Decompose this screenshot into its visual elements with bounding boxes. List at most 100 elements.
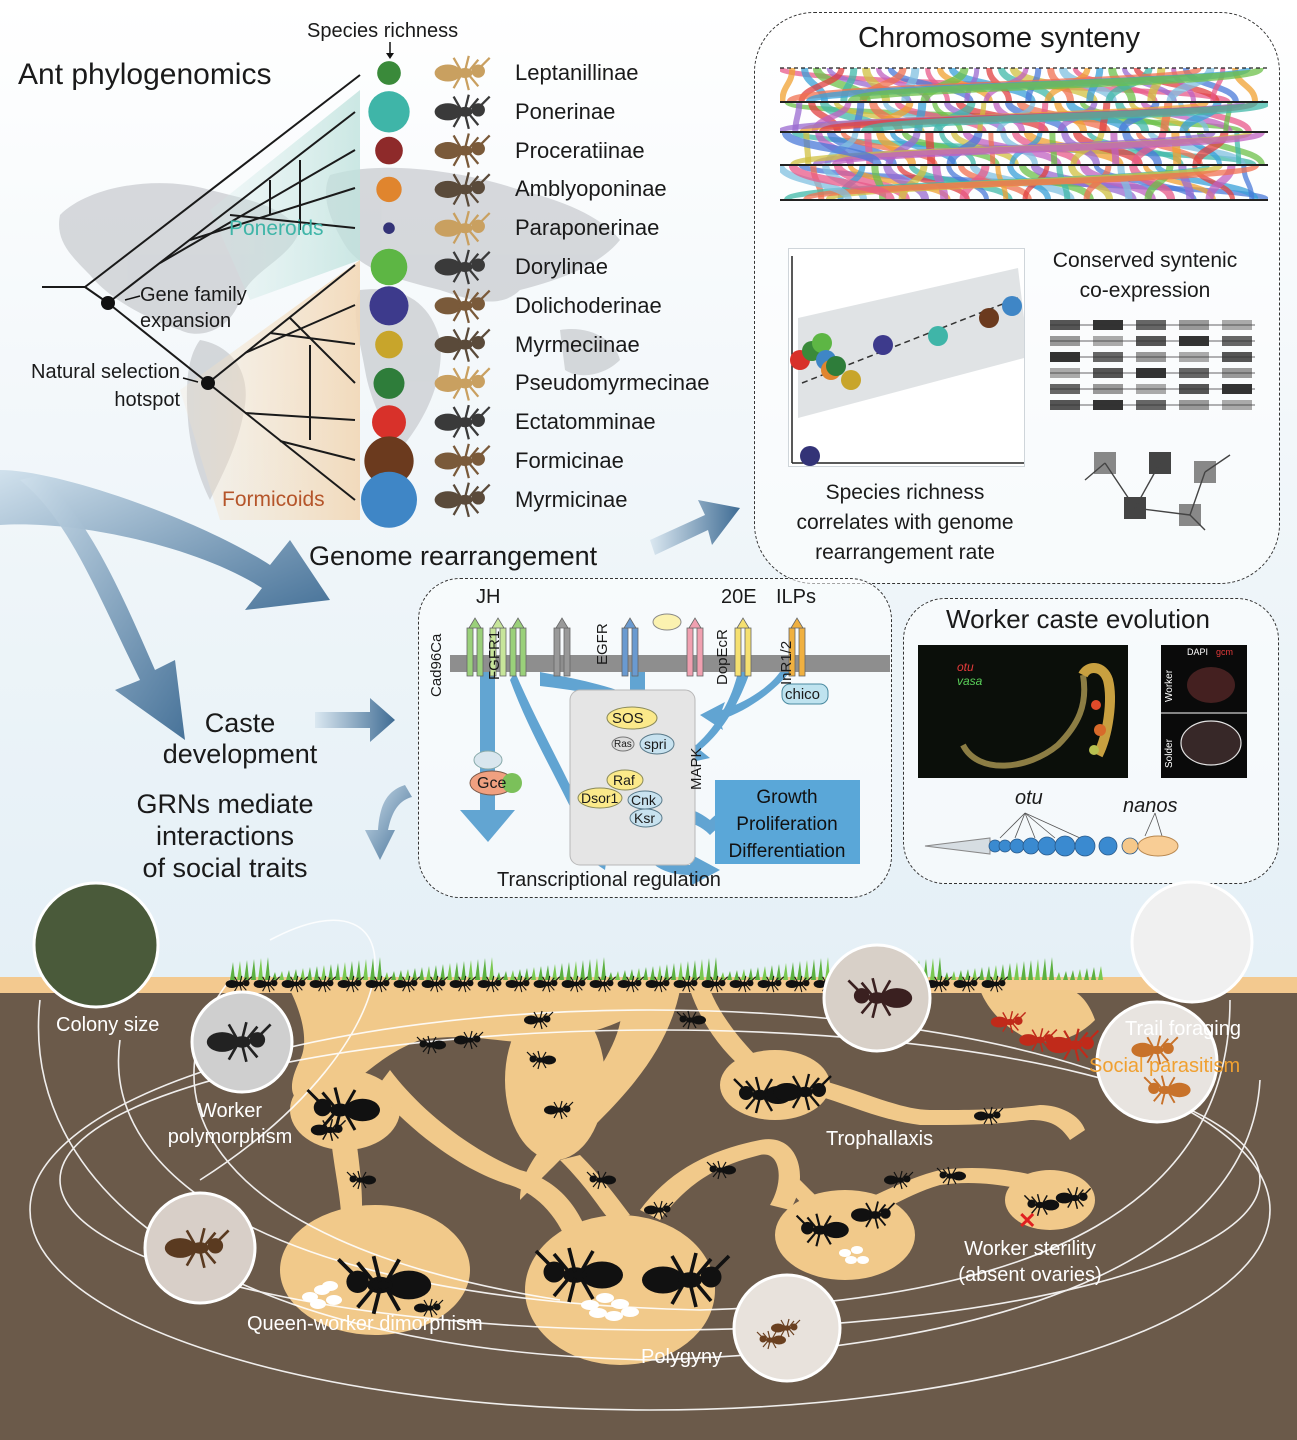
ant-silhouette	[225, 975, 253, 993]
ant-silhouette	[773, 1073, 832, 1111]
scatter-point	[1002, 296, 1022, 316]
ant-silhouette	[756, 1330, 786, 1350]
ant-silhouette	[589, 975, 617, 993]
grns-line-2: interactions	[155, 821, 295, 851]
ants	[225, 975, 1100, 1318]
richness-bubble	[373, 367, 405, 399]
natural-selection-label: Natural selection hotspot	[10, 358, 180, 414]
ant-silhouette	[309, 975, 337, 993]
subfamily-label: Formicinae	[515, 448, 624, 473]
spri-label: spri	[644, 736, 667, 752]
caste-line: Caste	[204, 708, 276, 738]
ant-silhouette	[434, 210, 491, 246]
ant-silhouette	[953, 975, 981, 993]
subfamily-label: Pseudomyrmecinae	[515, 370, 710, 396]
ant-silhouette	[434, 55, 491, 91]
soldier-brain-label: Solder	[1164, 739, 1175, 768]
ant-silhouette	[310, 1119, 347, 1141]
gcm-label: gcm	[1216, 647, 1234, 657]
species-richness-column	[361, 55, 491, 528]
ant-silhouette	[729, 975, 757, 993]
coexpression-line-2: co-expression	[1079, 279, 1211, 302]
worker-polymorphism-label: Worker polymorphism	[150, 1098, 310, 1150]
subfamily-label: Dolichoderinae	[515, 292, 662, 318]
transcriptional-regulation-label: Transcriptional regulation	[497, 869, 721, 891]
formicoids-shading	[180, 260, 360, 520]
grns-line-1: GRNs mediate	[136, 789, 314, 819]
growth-text: Growth	[756, 787, 818, 808]
ant-silhouette	[306, 1087, 380, 1133]
ant-silhouette	[645, 975, 673, 993]
coexpression-title: Conserved syntenic co-expression	[1030, 246, 1260, 306]
dopecr-label: DopEcR	[714, 629, 731, 685]
worker-sterility-label: Worker sterility (absent ovaries)	[940, 1236, 1120, 1288]
photo-circle	[32, 881, 160, 1009]
ant-silhouette	[795, 1213, 849, 1247]
ant-silhouette	[990, 1011, 1027, 1033]
ant-silhouette	[1046, 1028, 1100, 1062]
otu-gene-label: otu	[1015, 787, 1043, 809]
trail-foraging-label: Trail foraging	[1125, 1018, 1241, 1040]
photo-circles	[32, 880, 1254, 1383]
synteny-ribbon	[780, 67, 796, 103]
ovariole-schematic	[924, 812, 1179, 857]
raf-node	[606, 769, 644, 791]
ant-silhouette	[206, 1021, 272, 1063]
receptor	[686, 617, 704, 677]
synteny-ribbon	[803, 162, 1260, 203]
arrow-to-pathway	[315, 698, 395, 742]
synteny-ribbon	[1178, 164, 1195, 201]
arrow-to-genome-rearrangement	[0, 470, 330, 610]
synteny-ribbon	[898, 164, 928, 201]
ras-node	[611, 736, 635, 752]
subfamily-label: Leptanillinae	[515, 60, 639, 85]
proliferation-text: Proliferation	[736, 814, 838, 835]
synteny-ribbon	[781, 130, 882, 167]
gene-family-expansion-label: Gene family expansion	[140, 282, 247, 334]
receptor-group	[466, 613, 806, 677]
ant-silhouette	[434, 404, 491, 440]
photo-circle	[1130, 880, 1254, 1004]
ant-silhouette	[771, 1318, 801, 1338]
ant-silhouette	[434, 172, 491, 207]
ant-silhouette	[505, 975, 533, 993]
synteny-ribbon	[1205, 164, 1236, 201]
brain-images	[1161, 645, 1247, 778]
ant-silhouette	[449, 975, 477, 993]
polymorphism-line: polymorphism	[167, 1126, 293, 1148]
raf-label: Raf	[613, 772, 635, 788]
arrow-to-caste-development	[20, 475, 185, 740]
synteny-ribbon	[1129, 164, 1176, 201]
scatter-point	[800, 446, 820, 466]
subfamily-label: Myrmicinae	[515, 486, 628, 512]
ant-silhouette	[673, 975, 701, 993]
synteny-ribbon	[1160, 101, 1173, 133]
poneroids-shading	[210, 90, 360, 300]
ant-silhouette	[981, 975, 1009, 993]
ant-silhouette	[524, 1010, 554, 1030]
scatter-point	[928, 326, 948, 346]
synteny-ribbon	[860, 98, 1268, 136]
ant-silhouette	[414, 1298, 444, 1318]
ant-silhouette	[434, 94, 491, 130]
synteny-ribbon	[831, 128, 1265, 169]
richness-bubble	[368, 91, 410, 133]
richness-rearrangement-scatter	[788, 248, 1025, 467]
richness-bubble	[369, 286, 409, 326]
species-richness-label: Species richness	[307, 20, 459, 42]
receptor	[466, 617, 484, 677]
arrow-to-synteny	[650, 500, 740, 555]
arrow-to-grns	[365, 785, 412, 860]
ant-silhouette	[676, 1010, 706, 1030]
sterility-cross: ✕	[1018, 1208, 1036, 1233]
ant-silhouette	[434, 443, 491, 479]
hotspot-line: hotspot	[114, 389, 180, 411]
ant-silhouette	[434, 249, 491, 285]
ant-silhouette	[1143, 1075, 1191, 1105]
synteny-ribbon	[1171, 131, 1182, 166]
gce-label: Gce	[477, 775, 507, 792]
ant-silhouette	[526, 1050, 556, 1070]
otu-stain-label: otu	[957, 660, 974, 674]
richness-bubble	[383, 222, 395, 234]
